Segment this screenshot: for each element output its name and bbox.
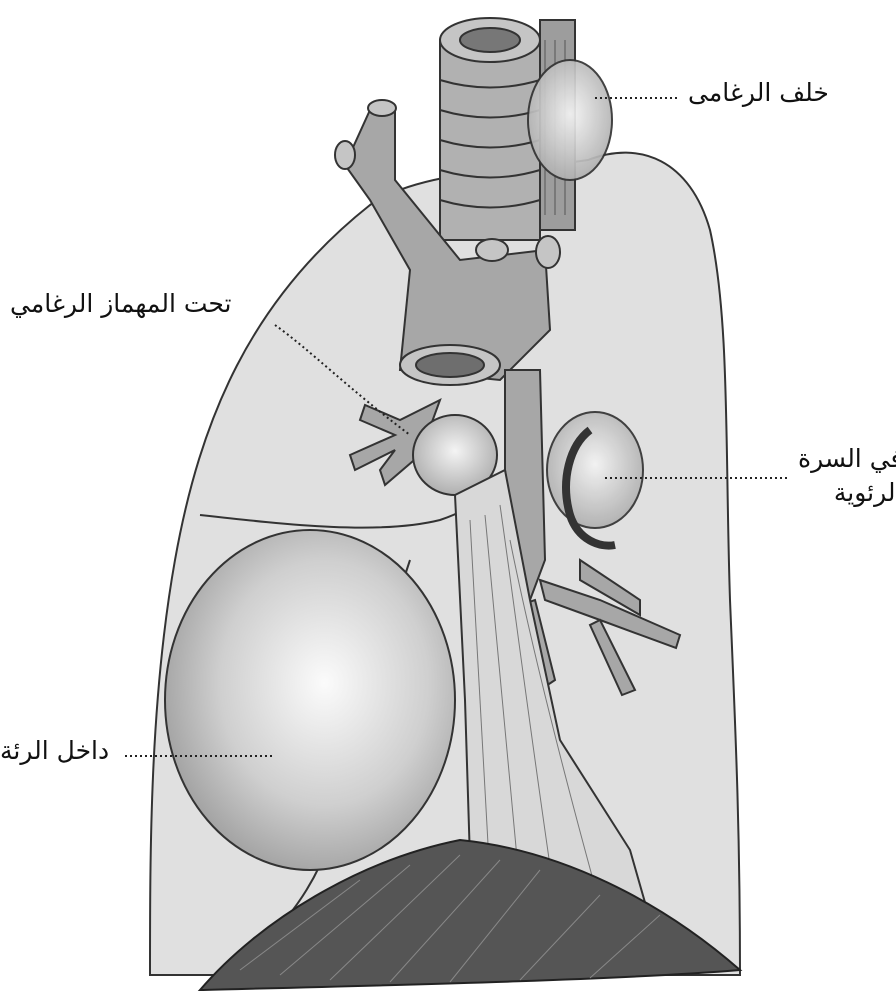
posterior-tracheal-node <box>527 59 613 181</box>
label-hilar-line2: الرئوية <box>833 478 896 507</box>
aortic-arch <box>334 99 561 386</box>
leader-lines <box>125 97 790 757</box>
left-bronchus <box>348 397 442 487</box>
intrapulmonary-mass <box>164 529 456 871</box>
label-intrapulmonary: داخل الرئة <box>0 736 110 765</box>
diaphragm <box>197 838 743 992</box>
label-posterior-tracheal: خلف الرغامى <box>688 78 829 107</box>
label-hilar: في السرة الرئوية <box>798 442 896 510</box>
hilar-node <box>546 411 644 529</box>
diaphragm-muscle-lines <box>239 854 661 983</box>
trachea <box>439 17 541 241</box>
hilar-vessel <box>562 426 616 550</box>
label-subcarinal: تحت المهماز الرغامي <box>10 289 232 318</box>
label-hilar-line1: في السرة <box>798 444 896 473</box>
